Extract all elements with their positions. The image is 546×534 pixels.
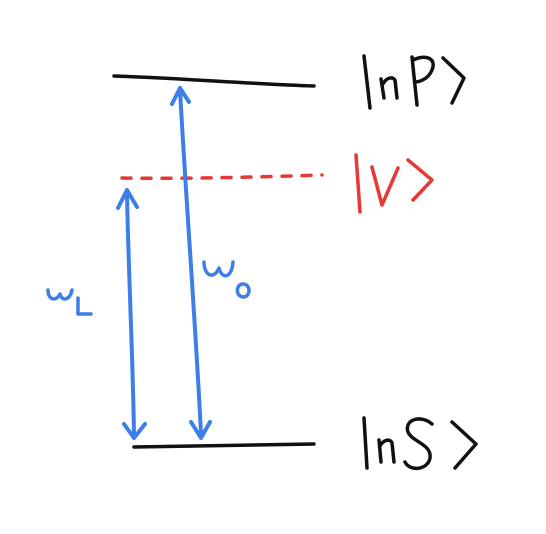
virtual-level-text: |V⟩ bbox=[394, 184, 396, 186]
ground-level-line bbox=[132, 442, 316, 449]
laser-transition-arrow bbox=[116, 188, 147, 440]
ground-level-label bbox=[362, 416, 478, 471]
resonant-frequency-text: ω0 bbox=[225, 281, 227, 283]
upper-level-line bbox=[112, 74, 316, 88]
laser-frequency-text: ωL bbox=[69, 304, 71, 306]
upper-level-label bbox=[362, 54, 466, 110]
resonant-transition-arrow bbox=[170, 86, 212, 440]
laser-frequency-label bbox=[46, 288, 93, 316]
resonant-frequency-label bbox=[202, 260, 251, 299]
virtual-level-line bbox=[120, 173, 324, 181]
ground-level-text: |nS⟩ bbox=[419, 449, 422, 451]
virtual-level-label bbox=[354, 153, 434, 214]
